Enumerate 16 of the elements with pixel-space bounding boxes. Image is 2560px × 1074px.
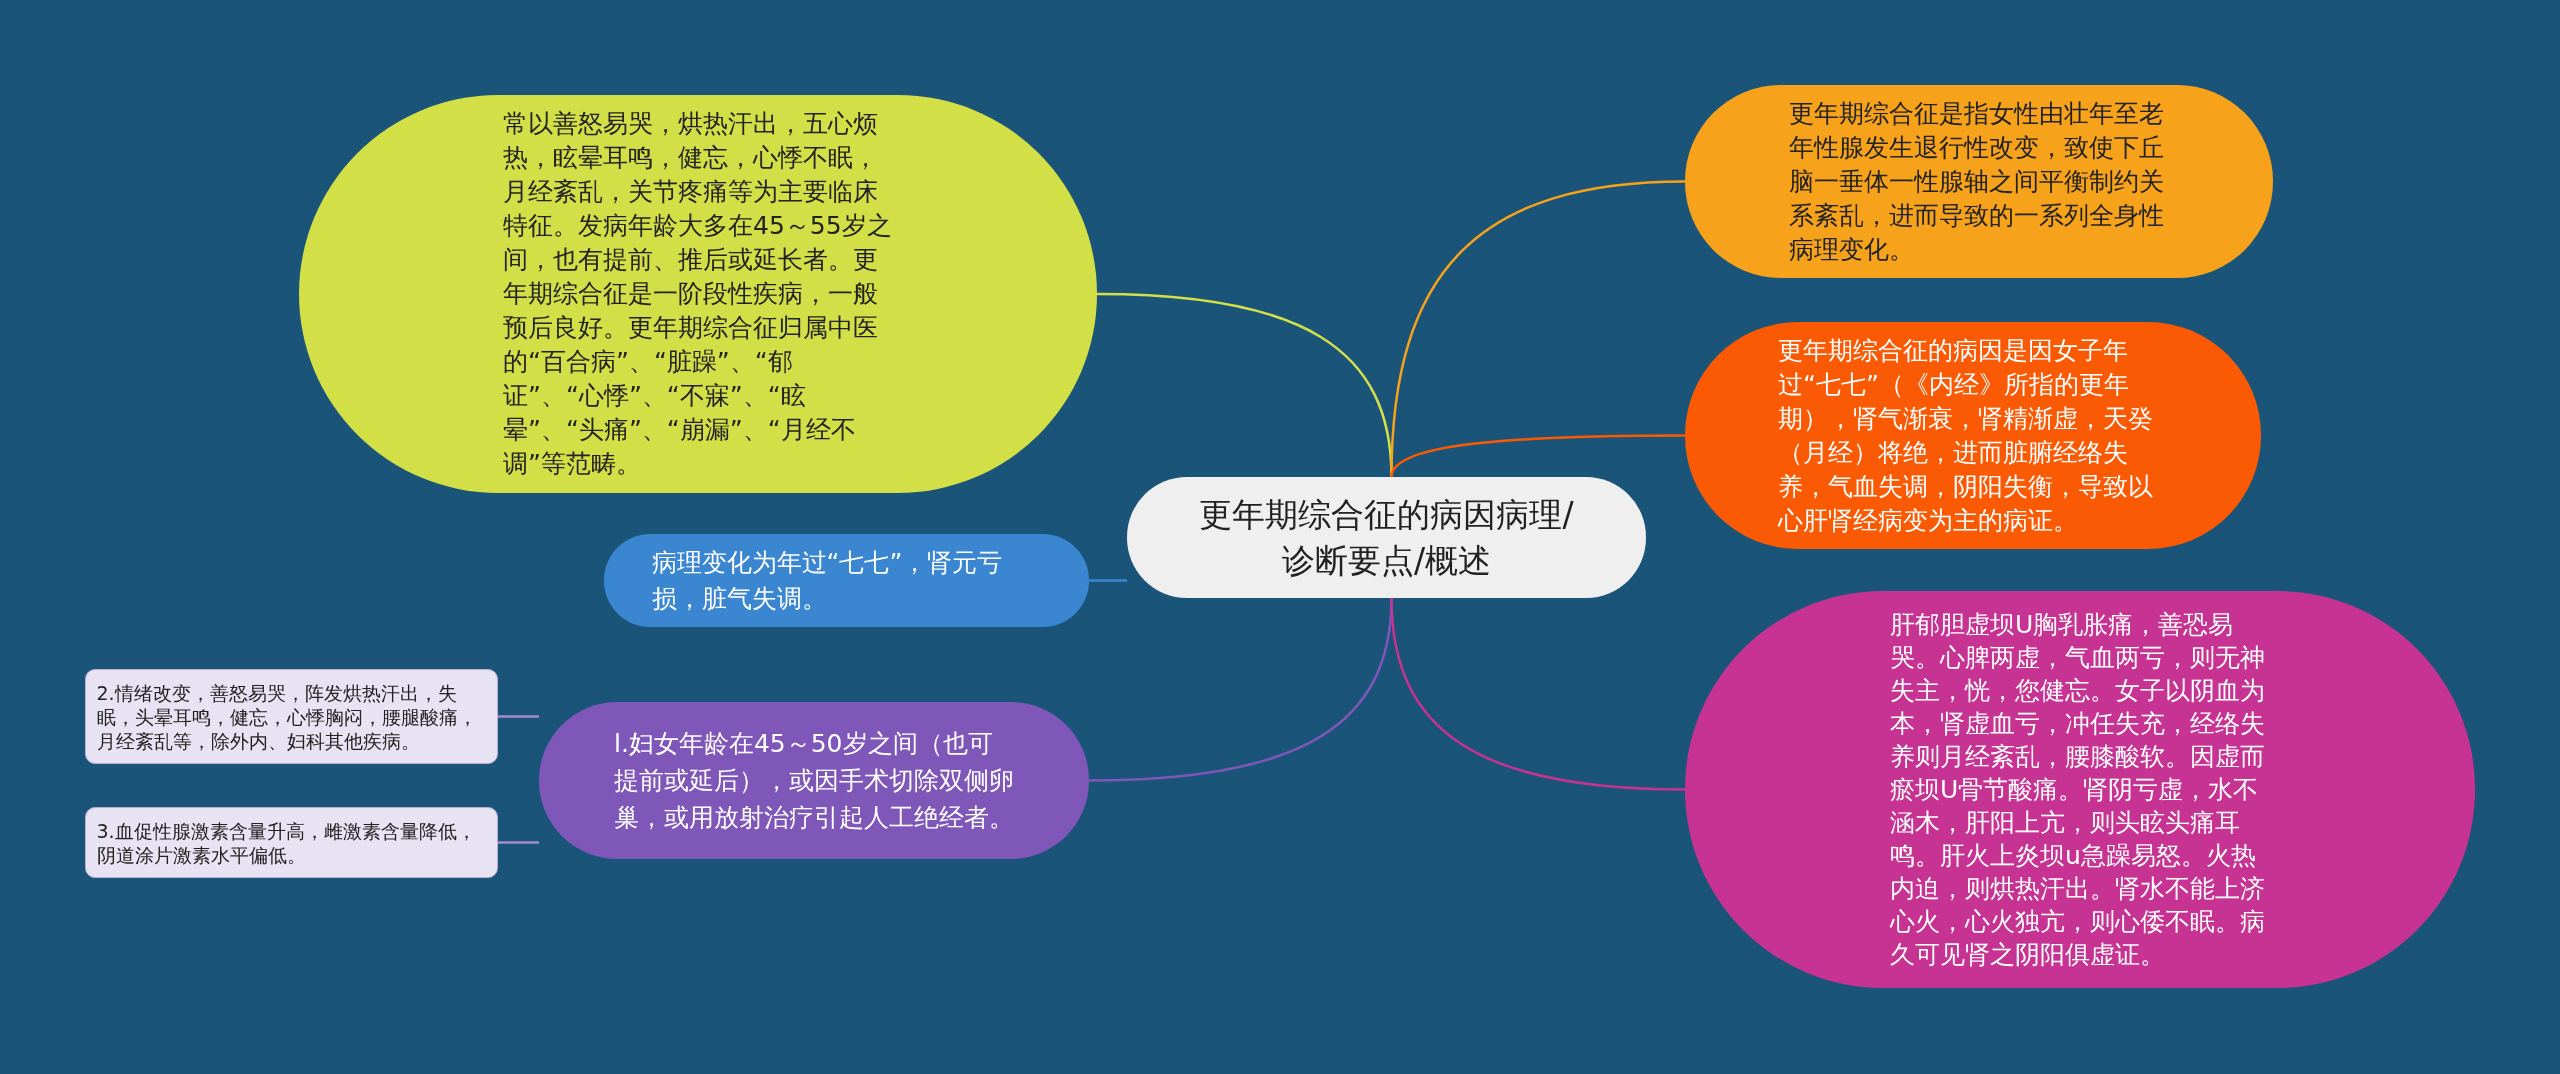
node-text: 常以善怒易哭，烘热汗出，五心烦热，眩晕耳鸣，健忘，心悸不眠，月经紊乱，关节疼痛等为主要临床特征。发病年龄大多在45～55岁之间，也有提前、推后或延长者。更年期综合征是一阶段性疾病，一般预后良好。更年期综合征归属中医的“百合病”、“脏躁”、“郁证”、“心悸”、“不寐”、“眩晕”、“头痛”、“崩漏”、“月经不调”等范畴。	[503, 108, 893, 480]
note-card	[85, 669, 498, 764]
connector-line	[498, 715, 539, 718]
node-text: 病理变化为年过“七七”，肾元亏损，脏气失调。	[651, 546, 1004, 615]
connector-line	[1390, 597, 1686, 791]
node-text: 更年期综合征的病因是因女子年过“七七”（《内经》所指的更年期），肾气渐衰，肾精渐虚，天癸（月经）将绝，进而脏腑经络失养，气血失调，阴阳失衡，导致以心肝肾经病变为主的病证。	[1778, 334, 2154, 537]
node-text: 更年期综合征的病因病理/诊断要点/概述	[1198, 493, 1575, 582]
connector-line	[1390, 434, 1685, 478]
node-text: l.妇女年龄在45～50岁之间（也可提前或延后），或因手术切除双侧卵巢，或用放射治疗引起人工绝经者。	[614, 728, 1014, 834]
node-text: 2.情绪改变，善怒易哭，阵发烘热汗出，失眠，头晕耳鸣，健忘，心悸胸闷，腰腿酸痛，月经紊乱等，除外内、妇科其他疾病。	[96, 680, 478, 753]
node-text: 肝郁胆虚坝U胸乳胀痛，善恐易哭。心脾两虚，气血两亏，则无神失主，恍，您健忘。女子以阴血为本，肾虚血亏，冲任失充，经络失养则月经紊乱，腰膝酸软。因虚而瘀坝U骨节酸痛。肾阴亏虚，水不涵木，肝阳上亢，则头眩头痛耳鸣。肝火上炎坝u急躁易怒。火热内迫，则烘热汗出。肾水不能上济心火，心火独亢，则心倭不眠。病久可见肾之阴阳俱虚证。	[1890, 609, 2266, 971]
connector-line	[1089, 579, 1127, 582]
node-text: 3.血促性腺激素含量升高，雌激素含量降低，阴道涂片激素水平偏低。	[96, 818, 477, 867]
connector-line	[498, 841, 539, 844]
node-text: 更年期综合征是指女性由壮年至老年性腺发生退行性改变，致使下丘脑一垂体一性腺轴之间平衡制约关系紊乱，进而导致的一系列全身性病理变化。	[1789, 97, 2165, 266]
note-card	[85, 807, 498, 878]
